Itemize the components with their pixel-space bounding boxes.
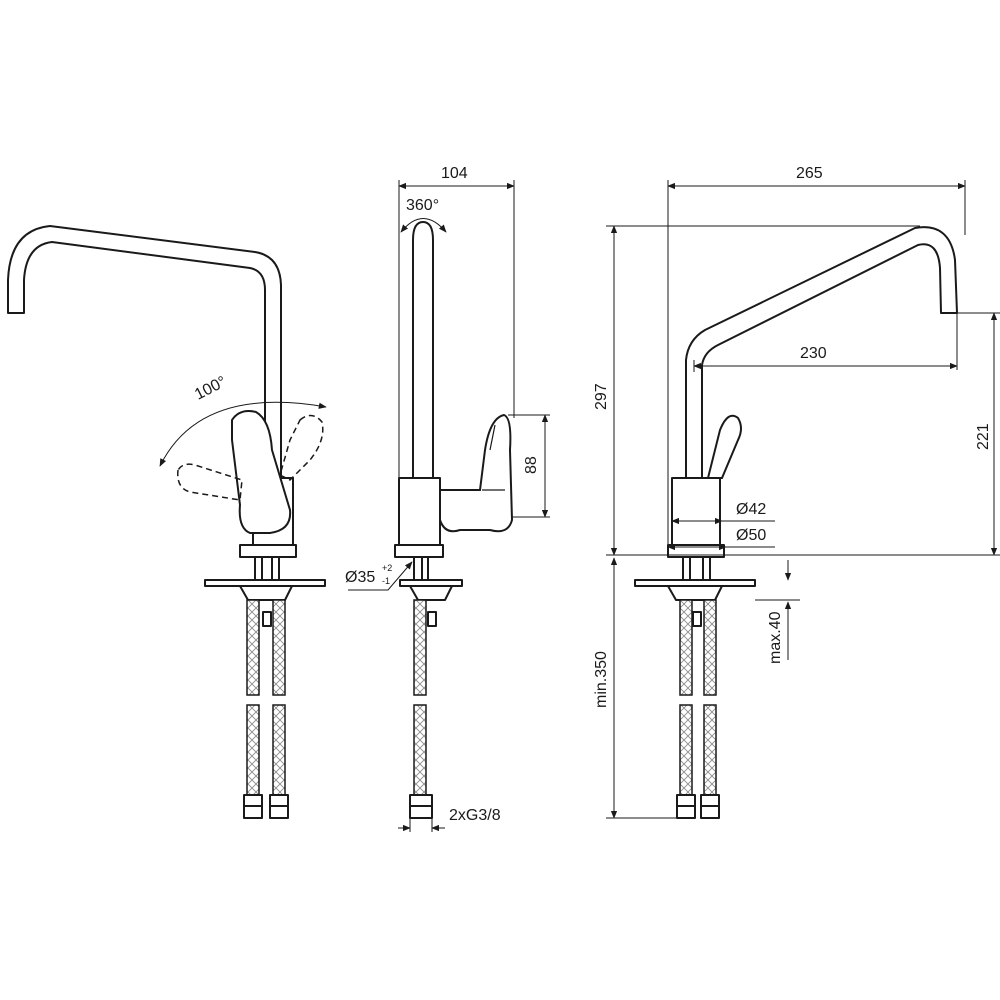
rear-spout-height-label: 221	[975, 423, 992, 450]
rear-reach-extension	[693, 313, 958, 372]
side-lever	[439, 413, 514, 533]
side-lever-height-label: 88	[523, 456, 540, 474]
front-hose-left-lower	[246, 704, 260, 796]
front-hose-clip	[262, 611, 272, 627]
front-rotation-arc	[159, 401, 327, 467]
rear-hose-right-upper	[703, 599, 717, 696]
side-width-label: 104	[441, 165, 468, 182]
side-hose-clip	[427, 611, 437, 627]
rear-dia42-label: Ø42	[736, 501, 766, 518]
side-swivel-label: 360°	[406, 197, 439, 214]
rear-studs	[682, 556, 711, 581]
side-hole-leader	[348, 561, 413, 591]
side-lever-detail	[482, 424, 505, 491]
rear-body	[671, 477, 721, 546]
rear-lever	[706, 414, 742, 479]
rear-deck-label: max.40	[767, 611, 784, 664]
side-hose-upper	[413, 599, 427, 696]
front-nuts	[243, 794, 289, 819]
front-hose-left-upper	[246, 599, 260, 696]
front-lever-alt-2	[177, 463, 243, 501]
side-hose-lower	[413, 704, 427, 796]
rear-hose-right-lower	[703, 704, 717, 796]
front-lever-alt-1	[279, 414, 324, 481]
side-spout	[412, 221, 434, 479]
front-studs	[254, 556, 280, 581]
rear-view: 265 230 297 221 Ø42 Ø50 max.40 min.350	[593, 165, 1000, 819]
side-view: 360° 104 88 Ø35 +2 -1 2xG3/8	[345, 165, 550, 832]
rear-total-width-label: 265	[796, 165, 823, 182]
front-base-ring	[239, 544, 297, 558]
front-plate	[204, 579, 326, 601]
rear-hose-clip	[692, 611, 702, 627]
side-swivel-arc	[400, 218, 447, 233]
rear-total-height-label: 297	[593, 383, 610, 410]
side-connection-label: 2xG3/8	[449, 807, 501, 824]
rear-spout	[685, 226, 958, 479]
side-nut	[409, 794, 433, 819]
rear-total-width-extension	[667, 180, 966, 555]
rear-nuts	[676, 794, 720, 819]
front-hose-right-upper	[272, 599, 286, 696]
side-base-ring	[394, 544, 444, 558]
side-hole-tol-plus: +2	[382, 563, 392, 573]
side-body	[398, 477, 441, 546]
rear-reach-label: 230	[800, 345, 827, 362]
side-plate	[399, 579, 463, 601]
side-hole-tol-minus: -1	[382, 576, 390, 586]
rear-hose-left-upper	[679, 599, 693, 696]
side-connection-extension	[409, 818, 433, 832]
rear-hose-length-label: min.350	[593, 651, 610, 708]
front-view: 100°	[7, 225, 327, 819]
rear-plate	[634, 579, 756, 601]
rear-total-height-extension	[606, 225, 920, 556]
front-spout	[7, 225, 282, 479]
side-hole-label: Ø35	[345, 569, 375, 586]
side-studs	[413, 556, 429, 581]
rear-dia50-label: Ø50	[736, 527, 766, 544]
front-rotation-label: 100°	[192, 373, 229, 403]
rear-hose-left-lower	[679, 704, 693, 796]
side-width-extension	[398, 180, 515, 480]
front-hose-right-lower	[272, 704, 286, 796]
